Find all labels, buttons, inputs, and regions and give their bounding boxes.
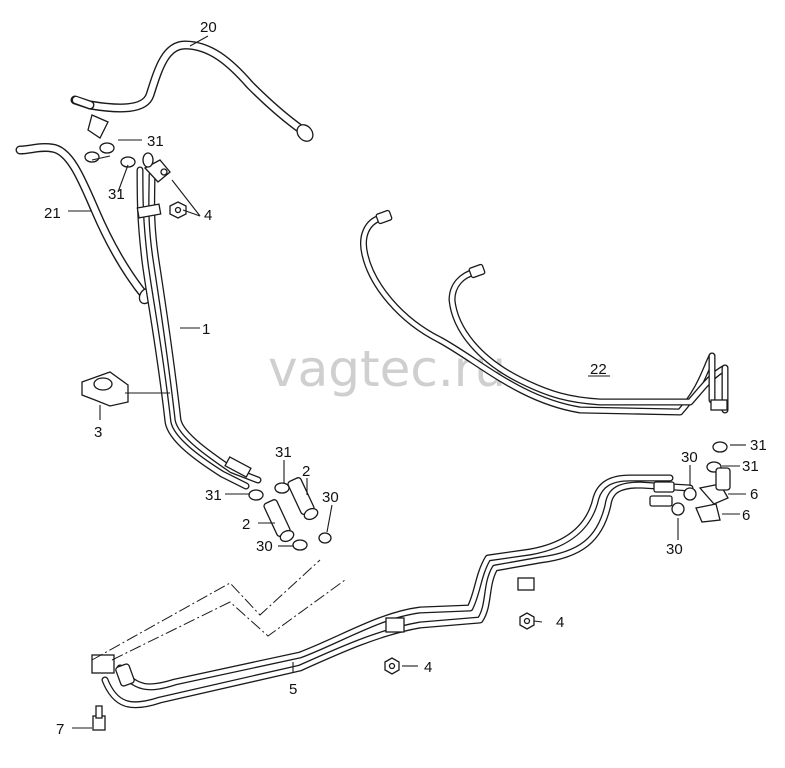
callout-5: 5 bbox=[289, 681, 297, 698]
watermark: vagtec.ru bbox=[268, 340, 506, 398]
bolt-7[interactable] bbox=[92, 705, 106, 731]
callout-30: 30 bbox=[666, 541, 683, 558]
bracket-3[interactable] bbox=[81, 371, 129, 407]
leader-lines bbox=[68, 35, 746, 729]
callout-31: 31 bbox=[147, 133, 164, 150]
nuts-4[interactable] bbox=[169, 201, 535, 675]
clamp-31-left bbox=[84, 151, 100, 163]
callout-7: 7 bbox=[56, 721, 64, 738]
clamp-31-top bbox=[99, 142, 115, 154]
hose-2-upper[interactable] bbox=[287, 477, 319, 522]
callout-21: 21 bbox=[44, 205, 61, 222]
callout-31: 31 bbox=[275, 444, 292, 461]
clamp-30-right-top bbox=[683, 487, 697, 501]
clamp-31-right-top bbox=[712, 441, 728, 453]
callout-4: 4 bbox=[204, 207, 212, 224]
clamp-31-mid bbox=[120, 156, 136, 168]
callout-31: 31 bbox=[742, 458, 759, 475]
callout-20: 20 bbox=[200, 19, 217, 36]
pipe-5[interactable] bbox=[91, 474, 694, 709]
callout-31: 31 bbox=[750, 437, 767, 454]
pipe-1[interactable] bbox=[136, 152, 262, 490]
clamp-30-right-bottom bbox=[671, 502, 685, 516]
callout-30: 30 bbox=[322, 489, 339, 506]
clamp-31-lower-right bbox=[274, 482, 290, 494]
callout-4: 4 bbox=[556, 614, 564, 631]
callout-31: 31 bbox=[205, 487, 222, 504]
hose-21[interactable] bbox=[15, 142, 155, 305]
hose-2-lower[interactable] bbox=[263, 499, 295, 544]
callout-4: 4 bbox=[424, 659, 432, 676]
pipe-22[interactable] bbox=[360, 209, 729, 416]
callout-6: 6 bbox=[750, 486, 758, 503]
reference-lines bbox=[91, 559, 346, 661]
clamp-30-right bbox=[318, 532, 332, 544]
clamp-30-left bbox=[292, 539, 308, 551]
callout-2: 2 bbox=[302, 463, 310, 480]
callout-3: 3 bbox=[94, 424, 102, 441]
callouts: 20 31 31 21 4 1 3 31 2 31 30 2 30 5 4 4 … bbox=[44, 19, 767, 738]
elbow-6[interactable] bbox=[695, 467, 731, 523]
callout-30: 30 bbox=[256, 538, 273, 555]
callout-31: 31 bbox=[108, 186, 125, 203]
callout-22: 22 bbox=[590, 361, 607, 378]
callout-6: 6 bbox=[742, 507, 750, 524]
callout-2: 2 bbox=[242, 516, 250, 533]
callout-1: 1 bbox=[202, 321, 210, 338]
hose-20[interactable] bbox=[70, 40, 316, 144]
clamp-31-lower-left bbox=[248, 489, 264, 501]
callout-30: 30 bbox=[681, 449, 698, 466]
